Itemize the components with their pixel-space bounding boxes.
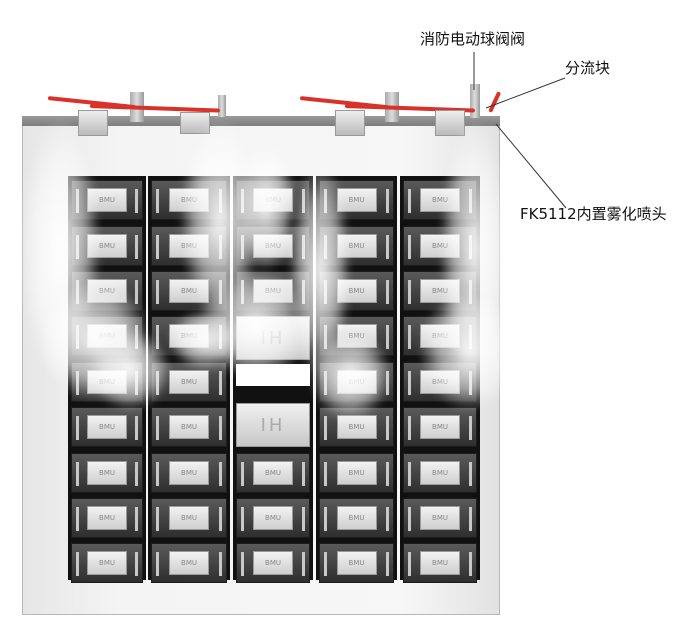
bmu-label: BMU [420,461,460,485]
module-handle [156,462,159,486]
module-handle [219,507,222,531]
bmu-label: BMU [87,461,127,485]
module-handle [135,507,138,531]
module-handle [241,552,244,576]
module-handle [324,507,327,531]
bmu-label: BMU [87,506,127,530]
module-handle [408,416,411,440]
battery-module: BMU [236,543,310,583]
battery-module: BMU [71,543,143,583]
battery-module: BMU [403,453,477,493]
battery-module: BMU [151,543,227,583]
module-handle [135,462,138,486]
module-handle [408,371,411,395]
module-handle [386,462,389,486]
module-handle [386,507,389,531]
module-handle [135,416,138,440]
battery-module: BMU [319,498,394,538]
module-handle [76,462,79,486]
battery-module: BMU [403,407,477,447]
battery-module: BMU [151,498,227,538]
bmu-label: BMU [253,551,293,575]
module-handle [135,189,138,213]
module-handle [408,280,411,304]
module-handle [408,189,411,213]
battery-module: BMU [151,453,227,493]
module-handle [469,552,472,576]
module-handle [156,280,159,304]
callout-ball-valve: 消防电动球阀阀 [420,30,526,48]
module-handle [324,552,327,576]
module-handle [408,507,411,531]
module-handle [469,416,472,440]
module-handle [386,235,389,259]
bmu-label: BMU [169,461,209,485]
module-handle [386,189,389,213]
module-handle [156,416,159,440]
module-handle [135,552,138,576]
module-handle [302,462,305,486]
module-handle [156,552,159,576]
module-handle [386,416,389,440]
battery-module: BMU [319,543,394,583]
module-handle [386,280,389,304]
controller-unit: IH [236,403,310,447]
ball-valve [218,95,226,117]
top-frame [22,116,500,126]
ball-valve [470,84,480,118]
callout-manifold: 分流块 [565,59,611,77]
module-handle [76,507,79,531]
battery-module: BMU [71,498,143,538]
callout-nozzle: FK5112内置雾化喷头 [520,205,667,223]
module-handle [241,462,244,486]
battery-module: BMU [151,407,227,447]
module-handle [324,416,327,440]
module-handle [302,507,305,531]
bmu-label: BMU [169,506,209,530]
module-handle [408,235,411,259]
module-handle [219,462,222,486]
battery-module: BMU [71,453,143,493]
bmu-label: BMU [169,415,209,439]
module-handle [408,462,411,486]
module-handle [241,507,244,531]
module-handle [219,552,222,576]
module-handle [469,462,472,486]
battery-module: BMU [236,453,310,493]
module-handle [76,416,79,440]
bmu-label: BMU [336,506,377,530]
battery-module: BMU [403,543,477,583]
module-handle [302,552,305,576]
bmu-label: BMU [253,461,293,485]
module-handle [219,371,222,395]
bmu-label: BMU [420,551,460,575]
module-handle [219,416,222,440]
module-handle [386,552,389,576]
bmu-label: BMU [336,461,377,485]
module-handle [76,552,79,576]
battery-module: BMU [319,453,394,493]
module-handle [156,507,159,531]
module-handle [408,325,411,349]
module-handle [135,235,138,259]
module-handle [156,235,159,259]
module-handle [156,189,159,213]
manifold-block [335,110,365,136]
bmu-label: BMU [420,506,460,530]
module-handle [469,507,472,531]
battery-module: BMU [236,498,310,538]
bmu-label: BMU [420,415,460,439]
module-handle [408,552,411,576]
bmu-label: BMU [336,551,377,575]
bmu-label: BMU [87,551,127,575]
bmu-label: BMU [253,506,293,530]
bmu-label: BMU [169,370,209,394]
bmu-label: BMU [169,551,209,575]
battery-module: BMU [403,498,477,538]
battery-module: BMU [71,407,143,447]
module-handle [324,462,327,486]
bmu-label: BMU [87,415,127,439]
